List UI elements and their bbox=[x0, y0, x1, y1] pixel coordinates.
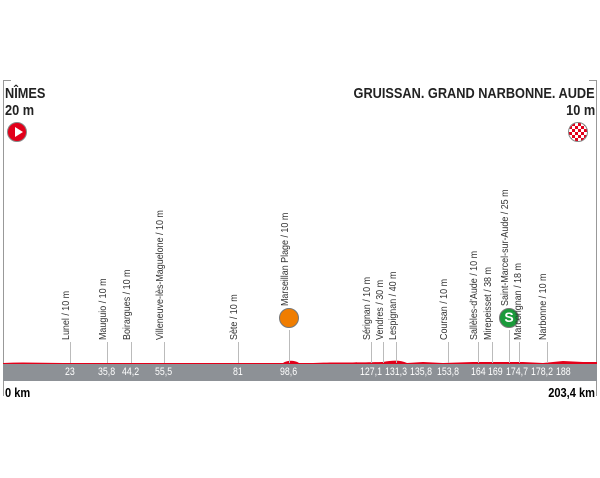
distance-band bbox=[3, 364, 597, 381]
feed-zone-icon bbox=[279, 308, 299, 328]
place-marker-line bbox=[519, 342, 520, 363]
start-city: NÎMES bbox=[5, 85, 46, 102]
start-arrow-icon bbox=[7, 122, 27, 142]
km-label: 55,5 bbox=[155, 366, 173, 378]
km-label: 35,8 bbox=[98, 366, 116, 378]
place-label: Marcorignan / 18 m bbox=[512, 263, 524, 340]
km-label: 153,8 bbox=[436, 366, 460, 378]
place-marker-line bbox=[164, 342, 165, 363]
place-label: Sallèles-d'Aude / 10 m bbox=[468, 250, 480, 340]
finish-altitude: 10 m bbox=[565, 102, 595, 119]
km-label: 98,6 bbox=[280, 366, 298, 378]
place-marker-line bbox=[448, 342, 449, 363]
place-label: Boirargues / 10 m bbox=[121, 269, 133, 340]
km-label: 164 bbox=[470, 366, 486, 378]
elevation-profile bbox=[3, 360, 597, 365]
km-label: 23 bbox=[65, 366, 75, 378]
km-label: 135,8 bbox=[410, 366, 433, 378]
place-marker-line bbox=[383, 342, 384, 363]
frame-corner-left bbox=[3, 80, 11, 81]
km-label: 174,7 bbox=[506, 366, 529, 378]
place-marker-line bbox=[478, 342, 479, 363]
finish-city: GRUISSAN. GRAND NARBONNE. AUDE bbox=[353, 85, 595, 102]
place-label: Sérignan / 10 m bbox=[361, 276, 373, 340]
km-label: 131,3 bbox=[385, 366, 408, 378]
checkered-flag-icon bbox=[568, 122, 588, 142]
place-marker-line bbox=[238, 342, 239, 363]
frame-left bbox=[3, 80, 4, 396]
place-marker-line bbox=[371, 342, 372, 363]
place-marker-line bbox=[289, 330, 290, 363]
frame-right bbox=[596, 80, 597, 396]
place-marker-line bbox=[396, 342, 397, 363]
place-marker-line bbox=[131, 342, 132, 363]
frame-corner-right bbox=[589, 80, 597, 81]
place-label: Lunel / 10 m bbox=[60, 290, 72, 340]
start-distance: 0 km bbox=[5, 385, 31, 400]
km-label: 178,2 bbox=[531, 366, 554, 378]
place-label: Saint-Marcel-sur-Aude / 25 m bbox=[499, 189, 511, 306]
total-distance: 203,4 km bbox=[548, 385, 595, 400]
place-marker-line bbox=[547, 342, 548, 363]
km-label: 169 bbox=[488, 366, 504, 378]
place-label: Marseillan Plage / 10 m bbox=[279, 212, 291, 306]
place-label: Lespignan / 40 m bbox=[387, 271, 399, 340]
sprint-icon: S bbox=[499, 308, 519, 328]
place-label: Villeneuve-lès-Maguelone / 10 m bbox=[154, 210, 166, 340]
place-label: Sète / 10 m bbox=[228, 294, 240, 340]
place-label: Mauguio / 10 m bbox=[97, 278, 109, 340]
place-label: Narbonne / 10 m bbox=[537, 273, 549, 340]
place-label: Mirepeisset / 38 m bbox=[482, 267, 494, 340]
start-altitude: 20 m bbox=[5, 102, 35, 119]
place-label: Vendres / 30 m bbox=[374, 279, 386, 340]
place-marker-line bbox=[107, 342, 108, 363]
place-marker-line bbox=[70, 342, 71, 363]
place-marker-line bbox=[509, 330, 510, 363]
km-label: 81 bbox=[233, 366, 243, 378]
place-label: Coursan / 10 m bbox=[438, 278, 450, 340]
km-label: 44,2 bbox=[122, 366, 140, 378]
km-label: 127,1 bbox=[359, 366, 383, 378]
place-marker-line bbox=[492, 342, 493, 363]
km-label: 188 bbox=[556, 366, 571, 378]
